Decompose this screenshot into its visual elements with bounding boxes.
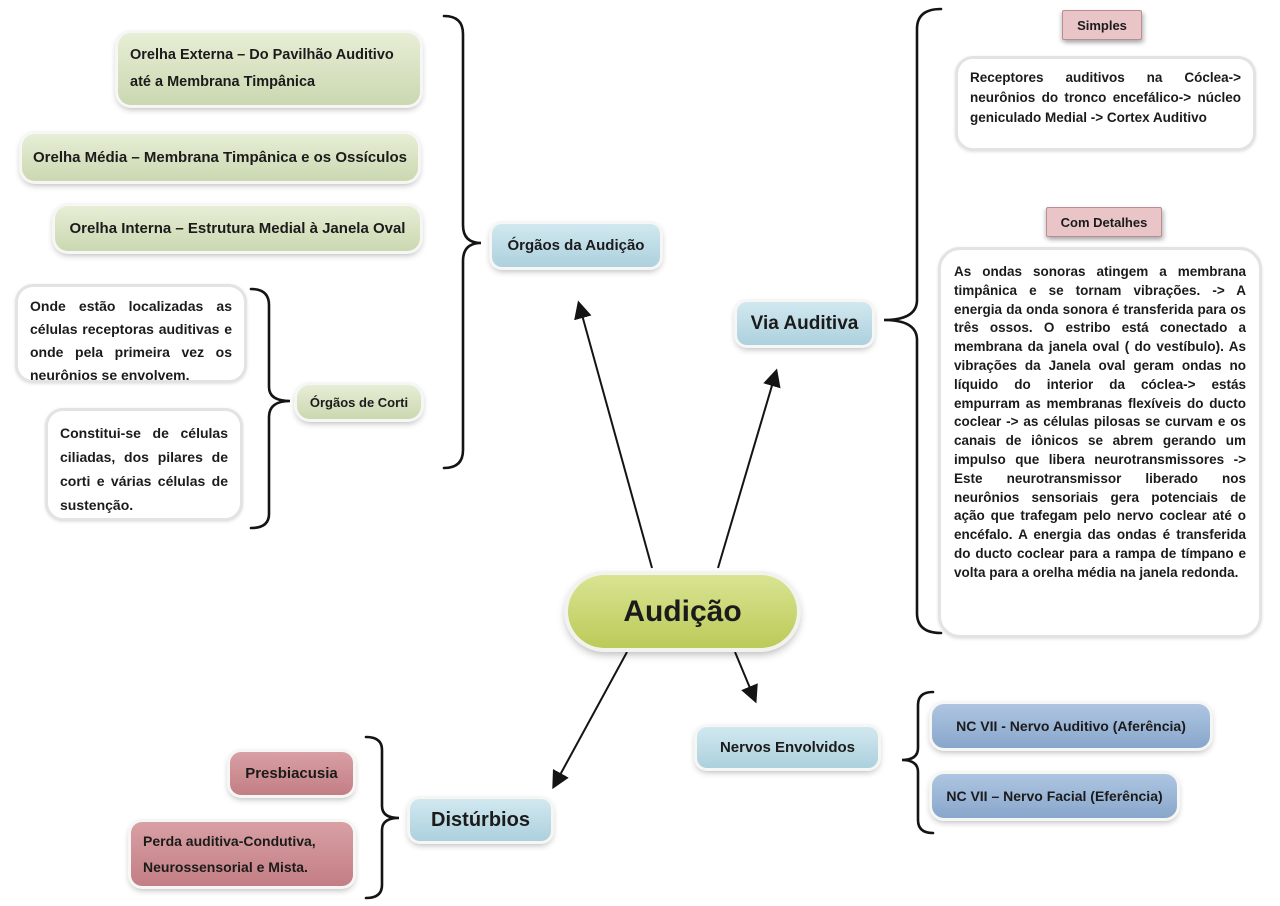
arrow-to-orgaos [574,300,653,569]
note-corti-constituicao: Constitui-se de células ciliadas, dos pi… [45,408,243,521]
note-via-simples: Receptores auditivos na Cóclea-> neurôni… [955,56,1256,151]
center-audicao: Audição [568,575,797,648]
node-nervo-facial: NC VII – Nervo Facial (Eferência) [932,774,1177,818]
node-orelha-interna: Orelha Interna – Estrutura Medial à Jane… [55,206,420,251]
topic-nervos-envolvidos: Nervos Envolvidos [697,727,878,768]
note-via-detalhada: As ondas sonoras atingem a membrana timp… [938,247,1262,638]
node-orgaos-de-corti: Órgãos de Corti [297,385,421,419]
arrow-to-via [717,368,781,569]
arrow-to-nervos [734,651,758,704]
brace-corti [249,287,291,530]
brace-orgaos [442,14,482,470]
node-perda-auditiva: Perda auditiva-Condutiva, Neurossensoria… [131,822,353,886]
topic-disturbios: Distúrbios [410,799,551,841]
label-simples: Simples [1062,10,1142,40]
arrow-to-disturbios [552,651,628,790]
brace-nervos [901,690,935,835]
node-presbiacusia: Presbiacusia [230,752,353,795]
brace-disturbios [364,735,400,900]
topic-orgaos-da-audicao: Órgãos da Audição [492,224,660,267]
brace-via [883,7,943,635]
note-corti-localizacao: Onde estão localizadas as células recept… [15,284,247,383]
node-orelha-externa: Orelha Externa – Do Pavilhão Auditivo at… [118,33,420,105]
label-com-detalhes: Com Detalhes [1046,207,1162,237]
node-nervo-auditivo: NC VII - Nervo Auditivo (Aferência) [932,704,1210,748]
node-orelha-media: Orelha Média – Membrana Timpânica e os O… [22,134,418,181]
topic-via-auditiva: Via Auditiva [737,302,872,345]
